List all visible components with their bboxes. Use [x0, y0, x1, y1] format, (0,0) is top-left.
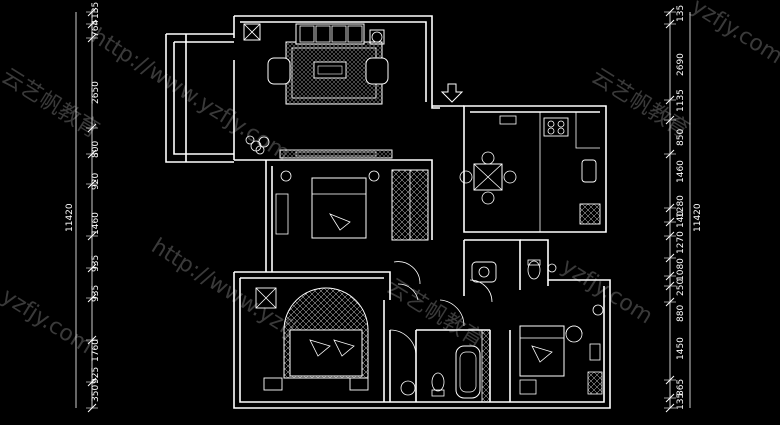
- watermark-brand: 云艺帆教育: [382, 274, 489, 354]
- right-dim-label: 135: [676, 5, 686, 22]
- dining-area: [459, 151, 517, 205]
- watermark-url-short: yzfjy.com: [687, 0, 780, 69]
- right-dim-label: 135: [676, 393, 686, 410]
- entrance-arrow-icon: [440, 83, 464, 103]
- right-dim-label: 1460: [676, 160, 686, 183]
- watermark-layer: http://www.yzfjy.com http://www.yzfjy.co…: [0, 0, 780, 376]
- bedroom-right: [519, 304, 604, 395]
- right-dim-label: 250: [676, 279, 686, 296]
- bathroom: [400, 329, 491, 403]
- left-total-label: 11420: [65, 203, 75, 232]
- doors: [389, 261, 493, 357]
- left-dimension-chain: 764 135 2650 800 920 1460 935 935 1760 3…: [65, 2, 101, 413]
- left-dim-label: 350: [91, 385, 101, 402]
- watermark-url-short: yzfjy.com: [557, 254, 657, 329]
- left-dim-label: 1760: [91, 339, 101, 362]
- right-dim-label: 1280: [676, 195, 686, 218]
- right-dim-label: 1270: [676, 231, 686, 254]
- master-bedroom: [255, 287, 369, 391]
- bedroom-middle: [275, 169, 429, 241]
- left-dim-label: 920: [91, 173, 101, 190]
- left-dim-label: 935: [91, 285, 101, 302]
- left-dim-label: 1460: [91, 212, 101, 235]
- watermark-url: http://www.yzfjy.com: [87, 24, 294, 166]
- right-dim-label: 2690: [676, 53, 686, 76]
- left-dim-label: 135: [91, 2, 101, 19]
- right-dim-label: 850: [676, 129, 686, 146]
- right-total-label: 11420: [693, 203, 703, 232]
- right-dim-label: 140: [676, 211, 686, 228]
- left-dim-label: 925: [91, 367, 101, 384]
- watermark-url-short: yzfjy.com: [0, 284, 97, 359]
- right-dim-label: 880: [676, 305, 686, 322]
- kitchen: [499, 112, 601, 232]
- right-dim-label: 1135: [676, 89, 686, 112]
- right-dimension-chain: 135 2690 1135 850 1460 1280 140 1270 108…: [664, 5, 703, 413]
- left-dim-label: 935: [91, 255, 101, 272]
- right-dim-label: 1450: [676, 337, 686, 360]
- living-room-furniture: [243, 23, 393, 159]
- plant-icon: [245, 135, 270, 155]
- right-dim-label: 1080: [676, 258, 686, 281]
- left-dim-label: 2650: [91, 81, 101, 104]
- left-dim-label: 764: [91, 20, 101, 37]
- left-dim-label: 800: [91, 141, 101, 158]
- small-bathroom: [471, 259, 557, 283]
- right-dim-label: 865: [676, 379, 686, 396]
